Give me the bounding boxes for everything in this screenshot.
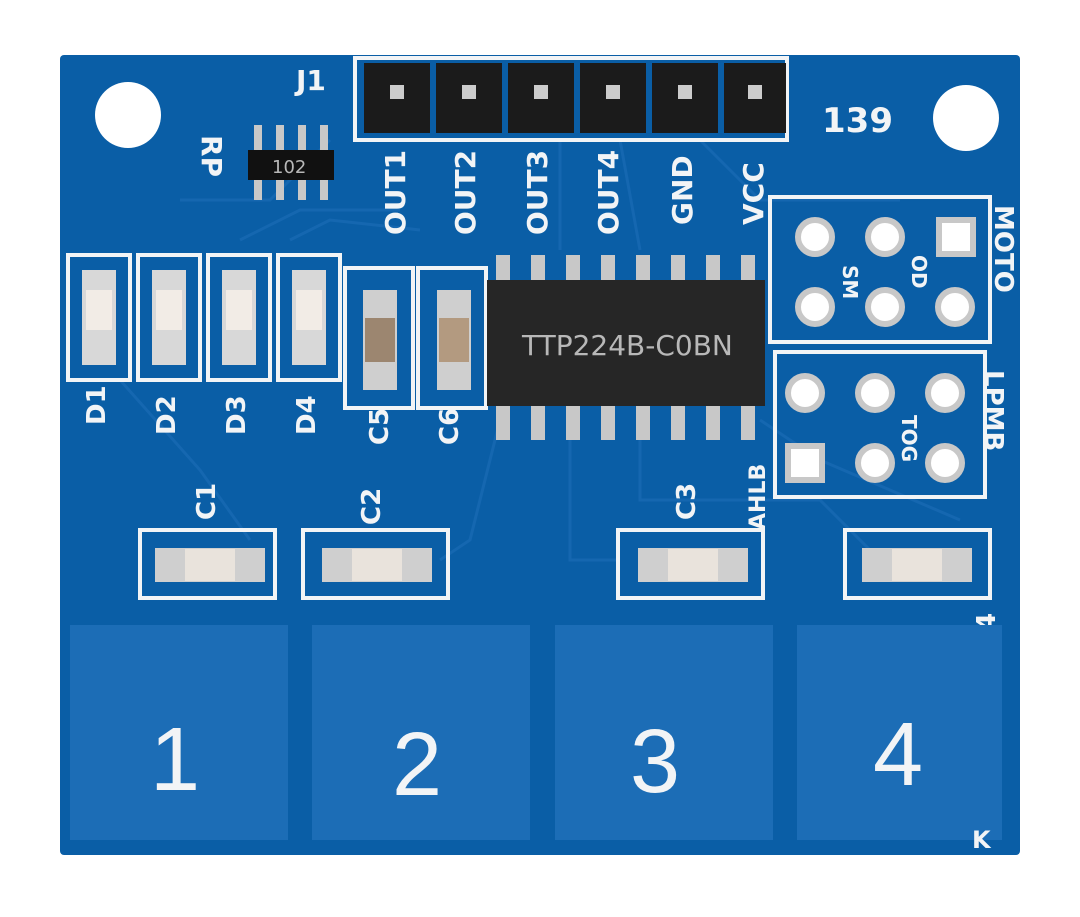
pin-label-gnd: GND — [666, 155, 699, 225]
touch-pad-number-1: 1 — [150, 710, 200, 810]
caps-top — [343, 266, 488, 410]
cap-label-c6: C6 — [435, 408, 465, 445]
pin-label-out2: OUT2 — [449, 150, 482, 235]
sm-label: SM — [838, 265, 862, 299]
touch-pad-number-2: 2 — [392, 715, 442, 815]
mounting-hole — [95, 82, 161, 148]
mounting-hole — [933, 85, 999, 151]
touch-pad-number-4: 4 — [873, 705, 923, 805]
jumper-block-moto — [768, 195, 992, 344]
pin-label-out4: OUT4 — [592, 150, 625, 235]
jumper-pads-lpmb — [785, 373, 965, 483]
led-label-d2: D2 — [152, 395, 182, 435]
touch-pad-4 — [797, 625, 1002, 840]
leds — [66, 253, 342, 382]
caps-bottom — [138, 528, 992, 600]
ic-chip — [487, 280, 765, 406]
pin-header-outline — [353, 56, 789, 142]
moto-label: MOTO — [988, 205, 1018, 293]
touch-pad-2 — [312, 625, 530, 840]
ahlb-label: AHLB — [746, 464, 771, 530]
cap-label-c2: C2 — [357, 488, 387, 525]
resistor-code: 102 — [272, 157, 306, 178]
chip-marking: TTP224B-C0BN — [521, 329, 733, 362]
cap-label-c1: C1 — [192, 483, 222, 520]
resistor-label: RP — [195, 135, 228, 177]
jumper-block-lpmb — [773, 350, 987, 499]
lpmb-label: LPMB — [978, 370, 1008, 451]
led-bodies — [82, 270, 326, 365]
resistor-array — [248, 125, 334, 200]
led-label-d1: D1 — [82, 385, 112, 425]
led-label-d4: D4 — [292, 395, 322, 435]
cap-label-c5: C5 — [365, 408, 395, 445]
od-label: OD — [907, 255, 931, 289]
header-label: J1 — [294, 64, 326, 97]
touch-pad-3 — [555, 625, 773, 840]
pin-header — [364, 63, 786, 133]
pin-label-out1: OUT1 — [379, 150, 412, 235]
led-label-d3: D3 — [222, 395, 252, 435]
pin-label-out3: OUT3 — [521, 150, 554, 235]
cap-label-c3: C3 — [672, 483, 702, 520]
pin-label-vcc: VCC — [737, 162, 770, 225]
touch-pads — [70, 625, 1002, 840]
touch-pad-number-3: 3 — [630, 712, 680, 812]
board-number: 139 — [822, 101, 893, 141]
traces — [118, 138, 961, 562]
touch-pad-1 — [70, 625, 288, 840]
tog-label: TOG — [897, 415, 921, 462]
corner-label: K — [972, 826, 992, 854]
jumper-pads-moto — [795, 217, 976, 327]
